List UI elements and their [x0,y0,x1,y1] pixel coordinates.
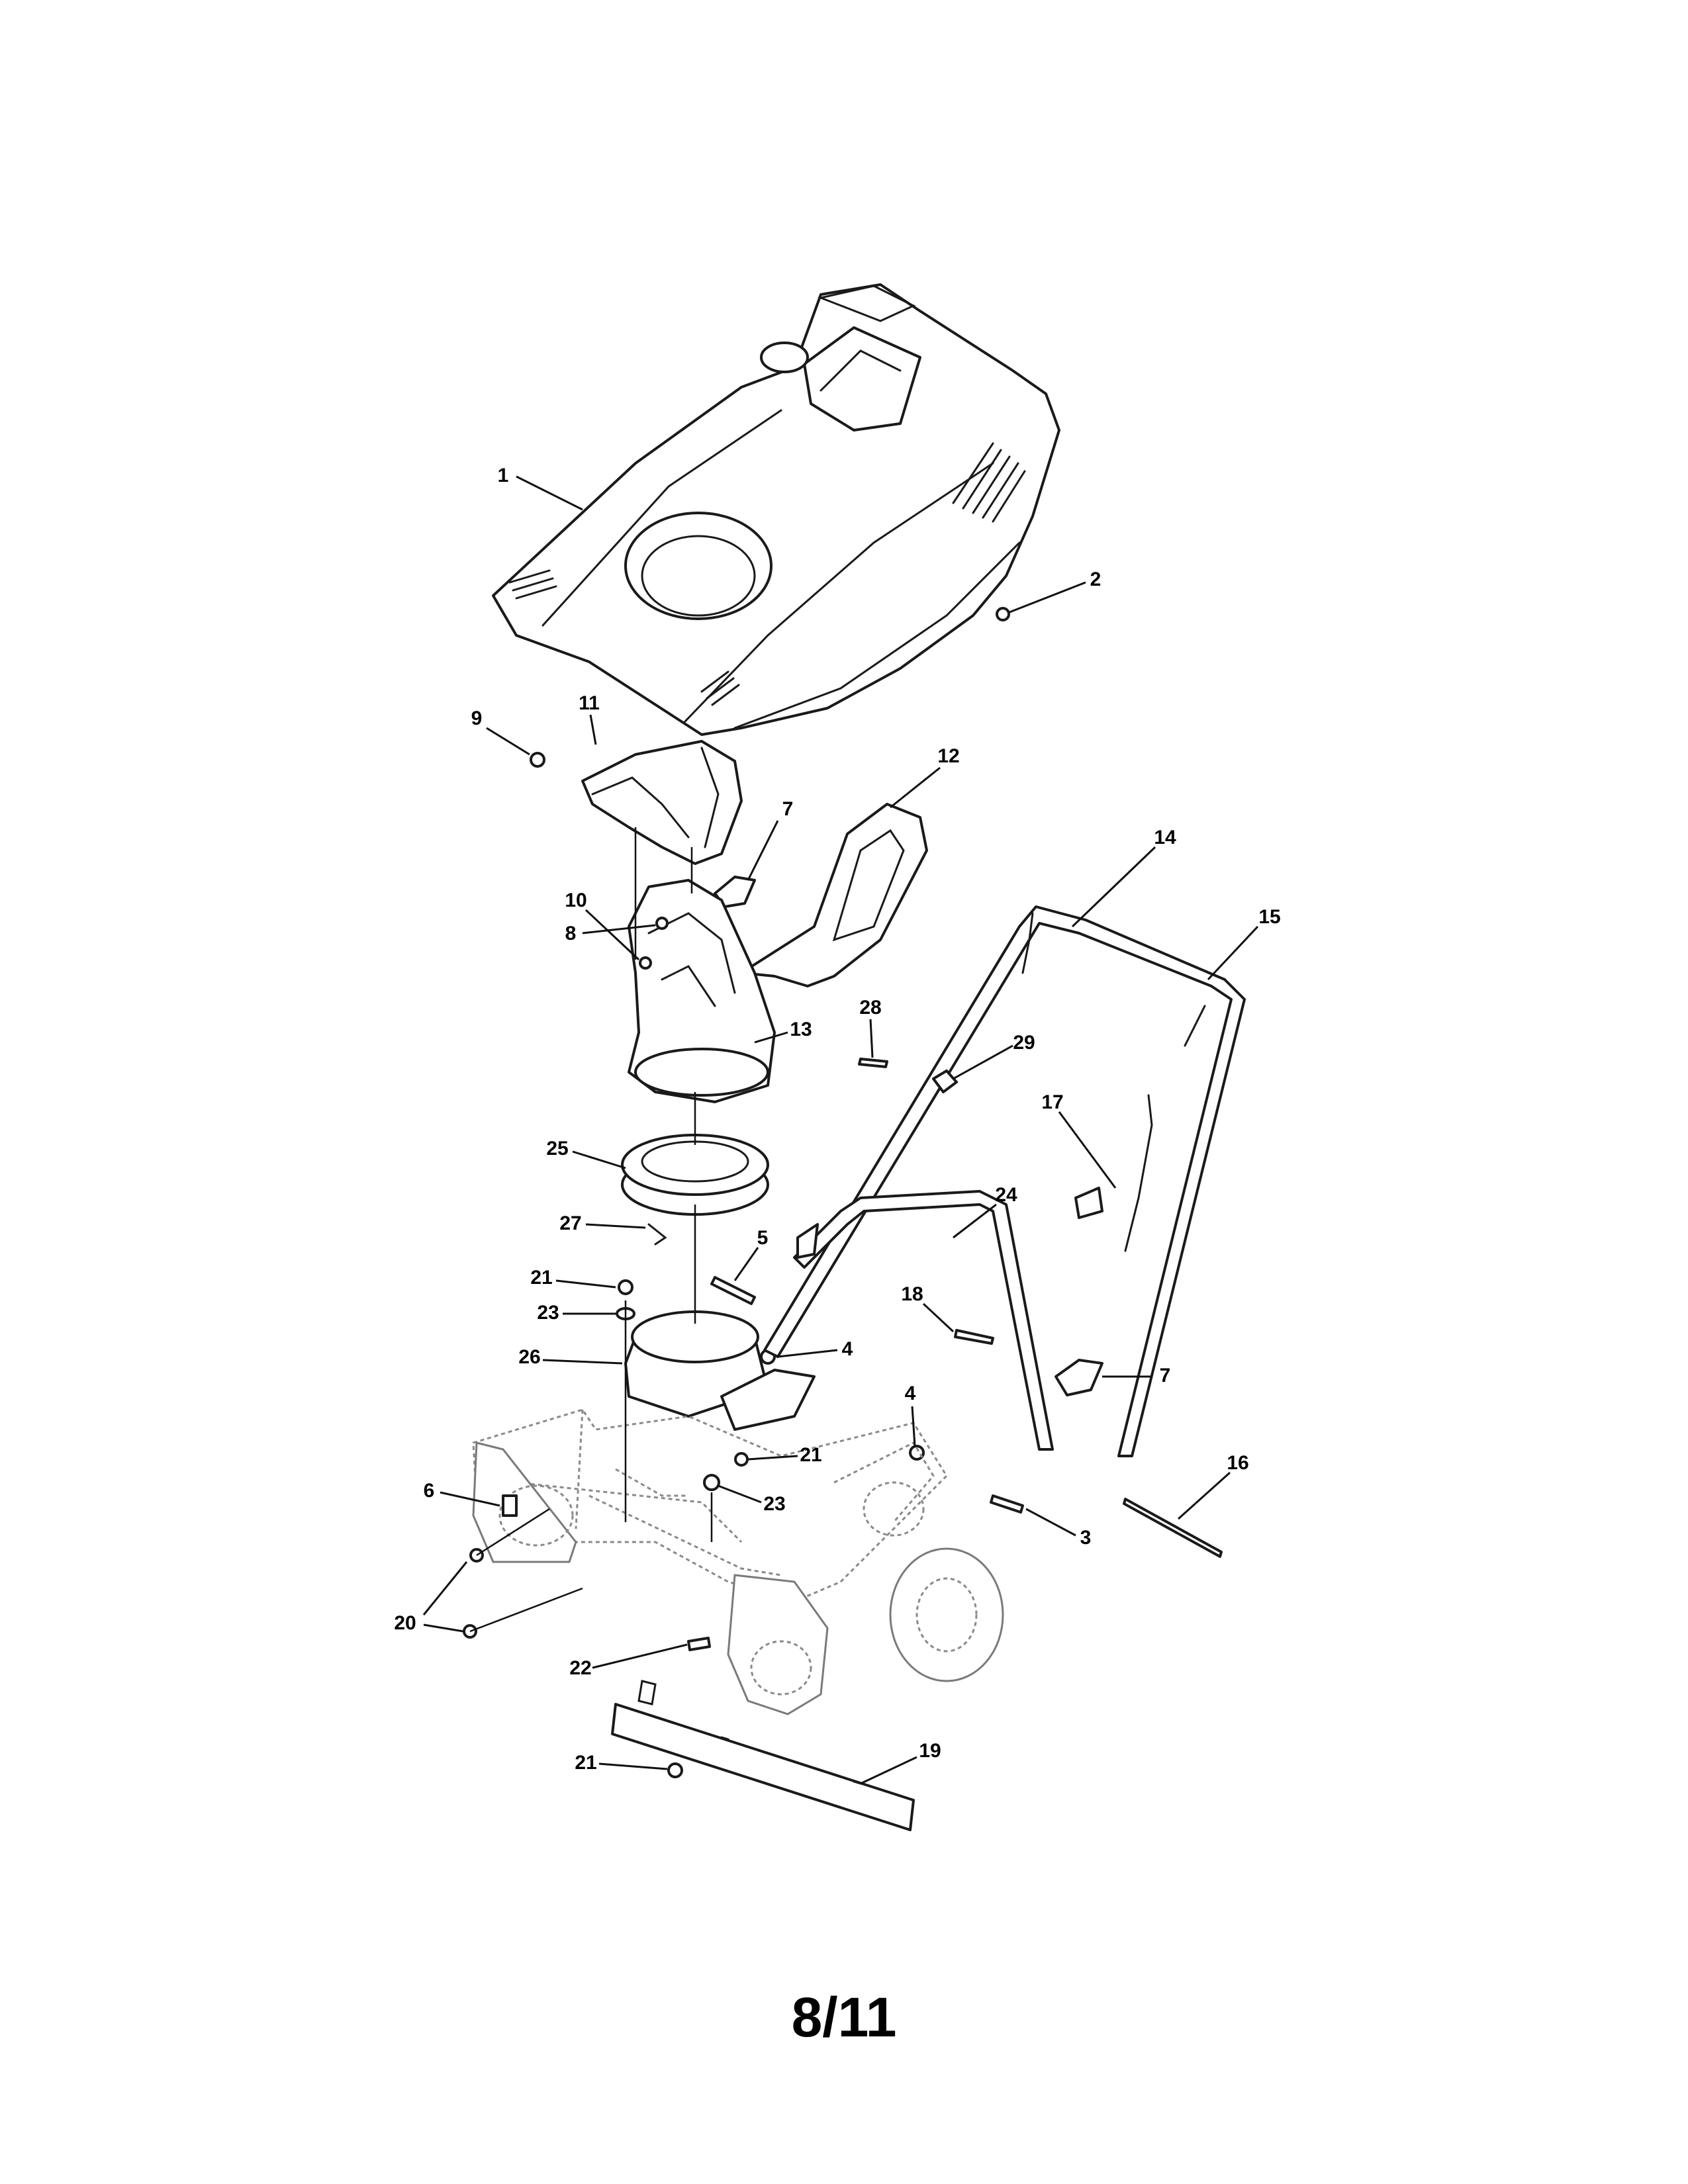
callout-19: 19 [919,1740,941,1762]
vent-slots-front-right [700,670,740,706]
callout-8: 8 [565,923,577,944]
callout-16: 16 [1227,1452,1248,1474]
part-nut-21-lower [667,1762,683,1778]
callout-10: 10 [565,889,586,911]
callout-21-upper: 21 [530,1267,552,1289]
part-chute-deflector [581,740,743,865]
callout-29: 29 [1013,1032,1035,1054]
part-frame-housing [472,1408,1004,1715]
part-pin-28 [858,1058,888,1068]
vent-slots-right [952,442,1026,523]
part-nut-21-upper [618,1279,633,1295]
part-bolt-10 [639,956,652,970]
callout-13: 13 [790,1019,812,1040]
part-bracket-29 [932,1069,958,1093]
callout-7-upper: 7 [782,798,794,820]
part-engine-cover [492,283,1060,736]
callout-20: 20 [394,1612,416,1634]
part-bolt-22 [687,1637,711,1651]
callout-26: 26 [518,1346,540,1368]
part-clip-27 [647,1223,667,1246]
callout-12: 12 [937,745,959,767]
callout-7-lower: 7 [1160,1365,1171,1387]
part-bolt-8 [655,917,669,930]
callout-21-mid: 21 [800,1444,821,1466]
part-cable-clip [1074,1187,1103,1219]
part-bolt-18 [954,1329,994,1345]
part-scraper-bar [611,1680,915,1831]
callout-5: 5 [757,1227,769,1249]
callout-11: 11 [579,692,600,714]
callout-21-lower: 21 [575,1752,596,1774]
part-washer-23-mid [703,1474,720,1491]
callout-15: 15 [1258,906,1280,928]
callout-27: 27 [559,1212,581,1234]
callout-25: 25 [546,1138,568,1160]
part-chute-handle [740,803,928,987]
callout-3: 3 [1080,1527,1092,1549]
vent-slots-front-left [508,569,557,600]
callout-6: 6 [424,1480,435,1502]
callout-2: 2 [1090,569,1102,590]
callout-labels: 1 2 9 11 12 7 14 15 10 8 13 28 29 17 25 … [394,465,1280,1774]
callout-24: 24 [995,1184,1017,1206]
part-bolt-3 [990,1494,1024,1514]
callout-4-lower: 4 [905,1383,916,1404]
part-bolt-5 [710,1276,756,1305]
callout-17: 17 [1041,1091,1063,1113]
leader-lines [422,475,1259,1785]
callout-14: 14 [1154,827,1176,848]
part-control-cable-17 [1124,1094,1153,1252]
part-chute-ring [621,1134,769,1216]
part-upper-chute [628,879,776,1103]
callout-4-upper: 4 [842,1338,853,1360]
callout-23-upper: 23 [537,1302,559,1324]
callout-18: 18 [901,1283,923,1305]
callout-9: 9 [471,707,483,729]
callout-28: 28 [859,997,881,1019]
part-rod-16 [1123,1498,1223,1558]
part-knob-7-lower [1055,1359,1103,1396]
callout-1: 1 [498,465,509,486]
part-nut-4-lower [909,1445,925,1461]
part-chute-base [624,1310,816,1431]
page-number: 8/11 [791,1986,897,2048]
part-nut-21-mid [734,1452,749,1467]
part-nut-9 [530,752,545,768]
part-lower-handle [793,1190,1054,1451]
part-bolt-6 [502,1494,518,1517]
alignment-lines [469,827,713,1633]
callout-23-mid: 23 [763,1493,785,1515]
part-upper-handle [763,905,1246,1457]
part-screw-2 [996,607,1010,621]
callout-22: 22 [569,1657,591,1679]
